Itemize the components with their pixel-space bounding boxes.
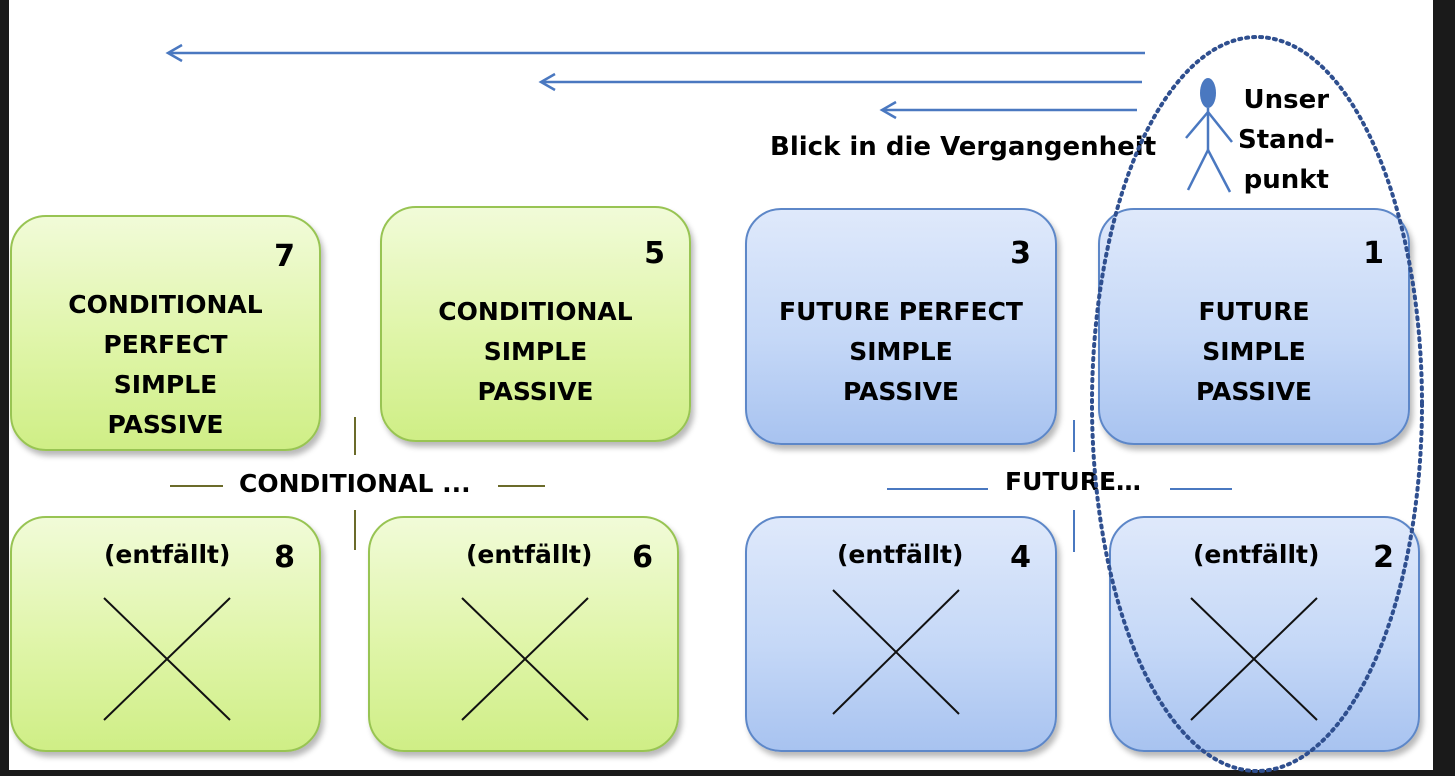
cross-icon (103, 597, 231, 721)
tense-box-5: 5 CONDITIONAL SIMPLE PASSIVE (380, 206, 691, 442)
cross-icon (461, 597, 589, 721)
tense-box-6: 6 (entfällt) (368, 516, 679, 752)
tense-label: FUTURE SIMPLE PASSIVE (1196, 297, 1312, 406)
tense-label: CONDITIONAL SIMPLE PASSIVE (438, 297, 633, 406)
tense-box-3: 3 FUTURE PERFECT SIMPLE PASSIVE (745, 208, 1057, 445)
cross-icon (832, 589, 960, 715)
standpoint-label: Unser Stand- punkt (1238, 85, 1335, 195)
tense-box-7: 7 CONDITIONAL PERFECT SIMPLE PASSIVE (10, 215, 321, 451)
box-number: 1 (1363, 236, 1384, 271)
arrowhead-past-long (165, 43, 183, 63)
tense-box-8: 8 (entfällt) (10, 516, 321, 752)
arrowhead-past-short (879, 100, 897, 120)
box-number: 7 (274, 239, 295, 274)
not-applicable-note: (entfällt) (837, 540, 964, 569)
box-number: 5 (644, 236, 665, 271)
tense-label: CONDITIONAL PERFECT SIMPLE PASSIVE (68, 290, 263, 439)
conditional-group-label: CONDITIONAL ... (239, 469, 471, 498)
arrowhead-past-medium (538, 72, 556, 92)
not-applicable-note: (entfällt) (466, 540, 593, 569)
not-applicable-note: (entfällt) (104, 540, 231, 569)
future-group-label: FUTURE… (1005, 467, 1142, 496)
tense-box-4: 4 (entfällt) (745, 516, 1057, 752)
stick-figure-icon (1185, 78, 1233, 193)
tense-box-1: 1 FUTURE SIMPLE PASSIVE (1098, 208, 1410, 445)
box-number: 8 (274, 540, 295, 575)
past-view-label: Blick in die Vergangenheit (770, 132, 1157, 162)
box-number: 3 (1010, 236, 1031, 271)
tense-label: FUTURE PERFECT SIMPLE PASSIVE (779, 297, 1023, 406)
box-number: 4 (1010, 540, 1031, 575)
tense-box-2: 2 (entfällt) (1109, 516, 1420, 752)
box-number: 6 (632, 540, 653, 575)
cross-icon (1190, 597, 1318, 721)
